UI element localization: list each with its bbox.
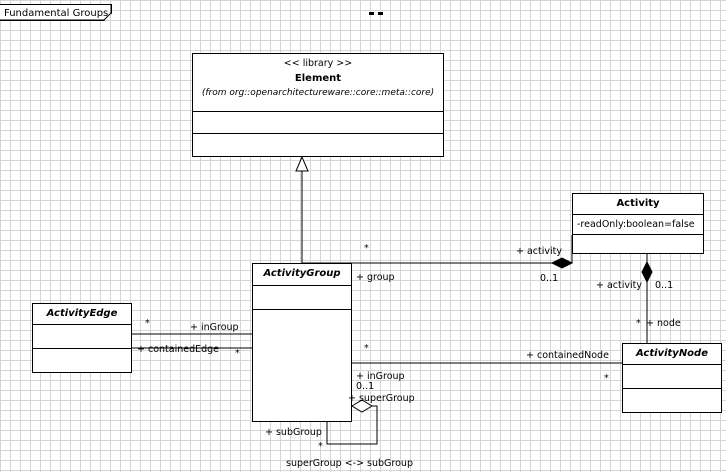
edge-contained-star: * <box>235 348 240 359</box>
edge-contained-role: + containedEdge <box>137 344 220 355</box>
element-origin: (from org::openarchitectureware::core::m… <box>201 88 435 98</box>
activity-edge-attributes <box>33 325 131 349</box>
activity-node-name: ActivityNode <box>636 348 708 359</box>
activity-group-name: ActivityGroup <box>263 268 341 279</box>
super-group-multiplicity: 0..1 <box>356 381 375 392</box>
self-association-name: superGroup <-> subGroup <box>286 458 413 469</box>
group-activity-diamond <box>550 257 574 269</box>
element-attributes <box>193 112 443 134</box>
sub-group-role: + subGroup <box>265 427 322 438</box>
activity-operations <box>573 235 703 253</box>
group-node-star: * <box>364 343 369 354</box>
activity-attribute-readonly: -readOnly:boolean=false <box>577 219 695 230</box>
edge-ingroup-role: + inGroup <box>190 322 239 333</box>
group-role: + group <box>356 272 395 283</box>
activity-node-attributes <box>623 365 721 389</box>
class-element[interactable]: << library >> Element (from org::openarc… <box>192 53 444 157</box>
node-activity-multiplicity: 0..1 <box>655 280 674 291</box>
activity-node-operations <box>623 389 721 412</box>
sub-group-star: * <box>318 441 323 452</box>
generalization-arrowhead <box>295 155 309 172</box>
element-name: Element <box>294 73 342 84</box>
activity-name: Activity <box>616 198 660 209</box>
element-operations <box>193 134 443 156</box>
diagram-frame-title: Fundamental Groups <box>0 4 112 21</box>
activity-edge-name: ActivityEdge <box>46 308 118 319</box>
activity-group-operations <box>253 310 351 421</box>
activity-group-attributes <box>253 286 351 310</box>
contained-node-role: + containedNode <box>526 350 609 361</box>
group-activity-multiplicity: 0..1 <box>540 273 559 284</box>
group-activity-multiplicity-star: * <box>364 243 369 254</box>
top-scroll-marker <box>369 0 389 15</box>
element-stereotype: << library >> <box>283 58 353 69</box>
group-activity-role: + activity <box>516 246 562 257</box>
super-group-role: + superGroup <box>348 393 415 404</box>
node-role: + node <box>646 318 681 329</box>
contained-node-star: * <box>604 373 609 384</box>
activity-edge-operations <box>33 349 131 372</box>
edge-ingroup-star: * <box>145 318 150 329</box>
activity-attributes: -readOnly:boolean=false <box>573 215 703 235</box>
node-ingroup-role: + inGroup <box>356 371 405 382</box>
node-multiplicity-star: * <box>636 318 641 329</box>
class-activity-group[interactable]: ActivityGroup <box>252 263 352 422</box>
class-activity-edge[interactable]: ActivityEdge <box>32 303 132 373</box>
node-activity-diamond <box>641 260 653 284</box>
self-association-line <box>326 405 378 445</box>
class-activity[interactable]: Activity -readOnly:boolean=false <box>572 193 704 254</box>
node-activity-role: + activity <box>596 280 642 291</box>
class-activity-node[interactable]: ActivityNode <box>622 343 722 413</box>
